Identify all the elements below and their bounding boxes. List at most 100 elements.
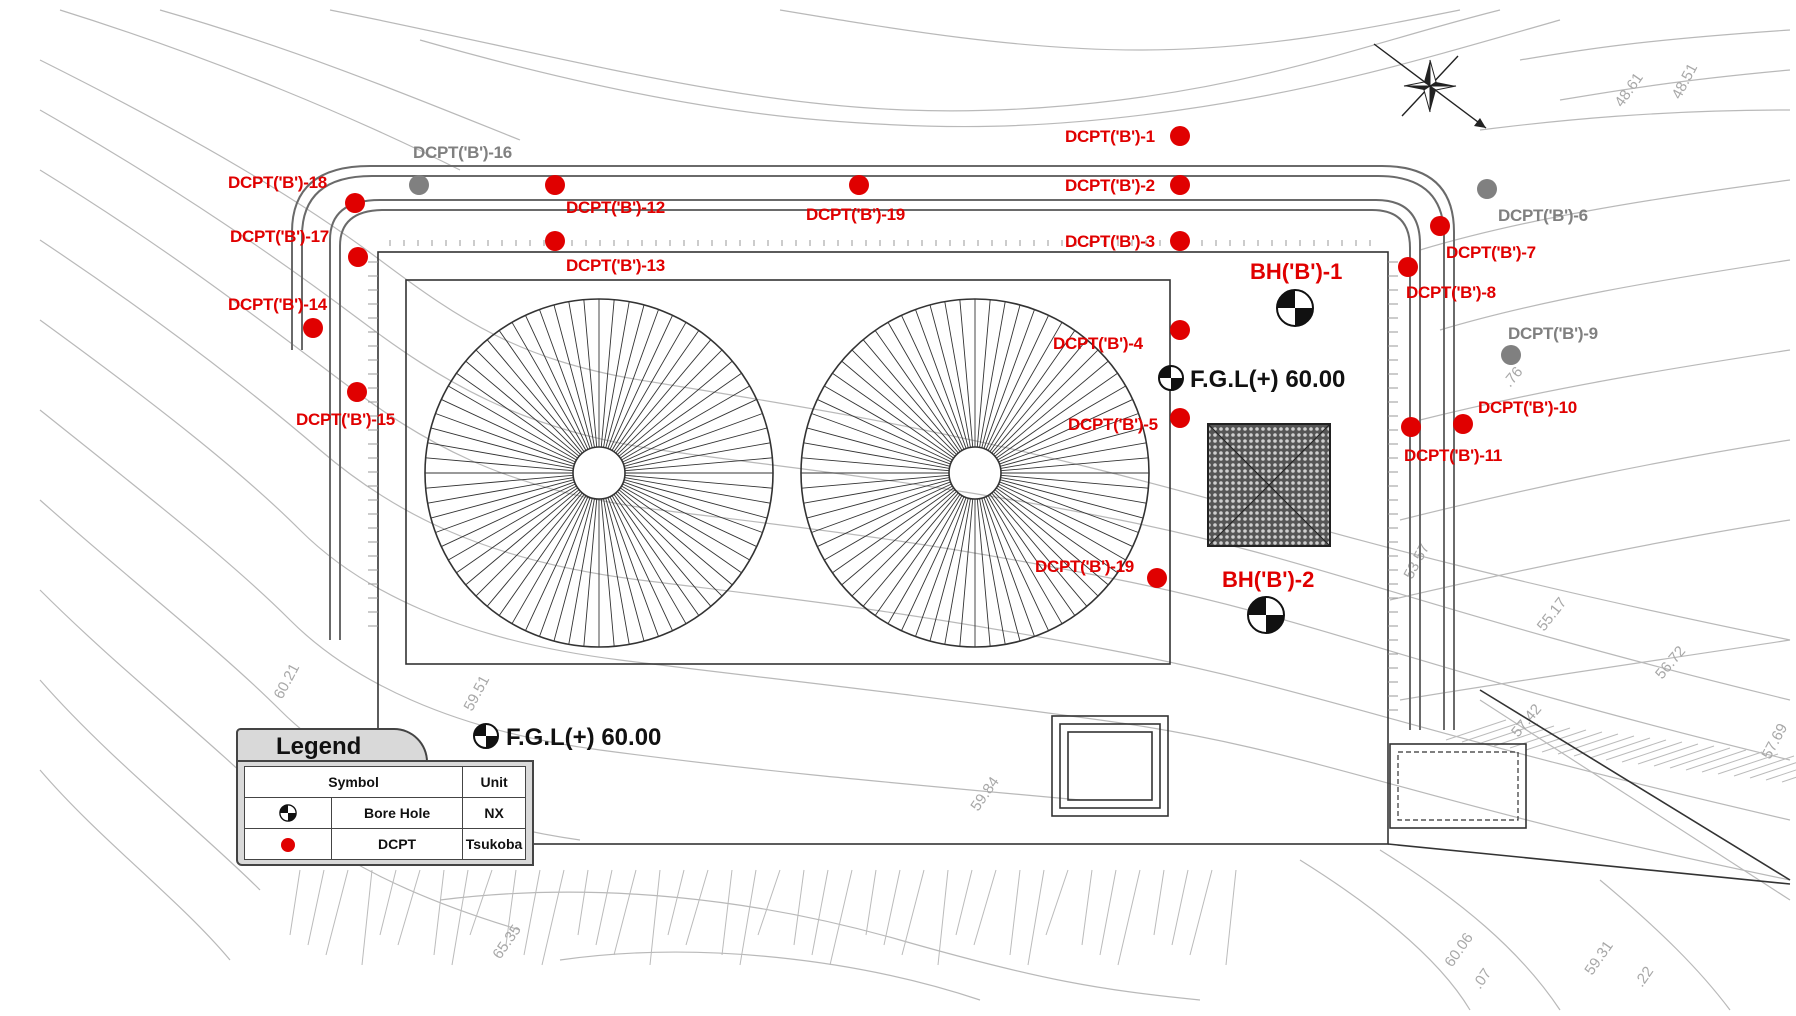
- dcpt-point[interactable]: DCPT('B')-15: [296, 382, 395, 429]
- tank-radial-line: [997, 385, 1126, 461]
- tank-radial-line: [994, 489, 1109, 586]
- tank-radial-line: [874, 494, 961, 616]
- dcpt-point[interactable]: DCPT('B')-12: [545, 175, 665, 217]
- tank-radial-line: [620, 372, 742, 459]
- legend-symbol-cell: [244, 828, 332, 860]
- dcpt-label: DCPT('B')-2: [1065, 176, 1155, 195]
- tank-radial-line: [996, 372, 1118, 459]
- tank-radial-line: [976, 498, 991, 647]
- dcpt-point[interactable]: DCPT('B')-14: [228, 295, 328, 338]
- borehole-label: BH('B')-2: [1222, 567, 1314, 592]
- tank-radial-line: [539, 309, 591, 449]
- tank-pad: [405, 279, 1171, 665]
- pump-house: [1389, 743, 1527, 829]
- dcpt-point[interactable]: DCPT('B')-7: [1430, 216, 1536, 262]
- tank-radial-line: [553, 497, 593, 642]
- dcpt-point[interactable]: DCPT('B')-16: [409, 143, 512, 195]
- dcpt-label: DCPT('B')-12: [566, 198, 665, 217]
- tank-radial-line: [609, 315, 673, 450]
- tank-radial-line: [605, 497, 645, 642]
- dcpt-point[interactable]: DCPT('B')-8: [1398, 257, 1496, 302]
- tank-radial-line: [427, 442, 574, 469]
- slope-hatch-line: [1621, 741, 1683, 763]
- dcpt-point[interactable]: DCPT('B')-11: [1401, 417, 1502, 465]
- tank-radial-line: [621, 485, 750, 561]
- tank-radial-line: [997, 485, 1126, 561]
- level-datum-icon: [1158, 365, 1184, 391]
- dcpt-label: DCPT('B')-15: [296, 410, 395, 429]
- map-legend: Legend Symbol Unit Bore Hole NX: [236, 728, 534, 866]
- tank-radial-line: [622, 399, 757, 463]
- contour-label: .76: [1500, 364, 1526, 391]
- slope-hatch-line: [1117, 869, 1141, 966]
- legend-header-unit: Unit: [462, 766, 526, 798]
- tank-radial-line: [944, 498, 971, 645]
- slope-hatch-line: [1189, 869, 1213, 956]
- level-datum-icon: [473, 723, 499, 749]
- dcpt-point[interactable]: DCPT('B')-3: [1065, 231, 1190, 251]
- tank-radial-line: [605, 304, 645, 449]
- boreholes: BH('B')-1 BH('B')-2: [1222, 259, 1342, 634]
- dcpt-point[interactable]: DCPT('B')-17: [230, 227, 368, 267]
- dcpt-point[interactable]: DCPT('B')-6: [1477, 179, 1588, 225]
- dcpt-point[interactable]: DCPT('B')-19: [1035, 557, 1167, 588]
- slope-hatch-line: [973, 869, 997, 946]
- borehole[interactable]: BH('B')-1: [1250, 259, 1342, 327]
- tank-radial-line: [862, 492, 959, 607]
- slope-hatch-line: [955, 869, 973, 936]
- tank-radial-line: [915, 497, 967, 637]
- dcpt-label: DCPT('B')-19: [806, 205, 905, 224]
- tank-radial-line: [959, 498, 974, 647]
- slope-hatch-line: [1573, 735, 1635, 757]
- tank-radial-line: [983, 497, 1035, 637]
- red-dot-icon: [545, 231, 565, 251]
- tank-radial-line: [901, 496, 965, 631]
- fgl-label: F.G.L(+) 60.00: [1190, 366, 1345, 393]
- gray-dot-icon: [1501, 345, 1521, 365]
- slope-hatch-line: [1589, 737, 1651, 759]
- dcpt-label: DCPT('B')-10: [1478, 398, 1577, 417]
- dcpt-point[interactable]: DCPT('B')-2: [1065, 175, 1190, 195]
- slope-hatch-line: [1637, 743, 1699, 765]
- tank-radial-line: [486, 339, 583, 454]
- dcpt-point[interactable]: DCPT('B')-4: [1053, 320, 1190, 353]
- tank-radial-line: [539, 497, 591, 637]
- slope-hatch-line: [1781, 776, 1796, 783]
- tank-radial-line: [465, 489, 580, 586]
- slope-hatch-line: [1081, 869, 1093, 946]
- dcpt-point[interactable]: DCPT('B')-19: [806, 175, 905, 224]
- dcpt-label: DCPT('B')-19: [1035, 557, 1134, 576]
- dcpt-point[interactable]: DCPT('B')-1: [1065, 126, 1190, 146]
- tank-radial-line: [600, 299, 615, 448]
- red-dot-icon: [348, 247, 368, 267]
- tank-radial-line: [887, 322, 963, 451]
- tank-radial-line: [817, 399, 952, 463]
- dcpt-label: DCPT('B')-17: [230, 227, 329, 246]
- slope-hatch-line: [1461, 721, 1523, 743]
- tank-radial-line: [425, 474, 574, 489]
- dcpt-label: DCPT('B')-3: [1065, 232, 1155, 251]
- red-dot-icon: [281, 838, 295, 853]
- dcpt-point[interactable]: DCPT('B')-13: [545, 231, 665, 275]
- dcpt-point[interactable]: DCPT('B')-18: [228, 173, 365, 213]
- tank-radial-line: [620, 487, 742, 574]
- tank-radial-line: [609, 496, 673, 631]
- borehole-label: BH('B')-1: [1250, 259, 1342, 284]
- slope-hatch-line: [1153, 869, 1165, 936]
- dcpt-point[interactable]: DCPT('B')-10: [1453, 398, 1577, 434]
- slope-hatch-line: [937, 869, 949, 966]
- tank-radial-line: [617, 491, 723, 597]
- tank-radial-line: [944, 301, 971, 448]
- slope-hatch-line: [685, 869, 709, 946]
- tank-radial-line: [817, 483, 952, 547]
- tank-radial-line: [583, 498, 598, 647]
- tank-radial-line: [511, 495, 587, 624]
- dcpt-point[interactable]: DCPT('B')-9: [1501, 324, 1598, 365]
- tank-radial-line: [1000, 474, 1149, 489]
- borehole[interactable]: BH('B')-2: [1222, 567, 1314, 634]
- tank-radial-line: [832, 487, 954, 574]
- dcpt-point[interactable]: DCPT('B')-5: [1068, 408, 1190, 434]
- contour-label: 59.84: [967, 774, 1002, 815]
- tank-radial-line: [915, 309, 967, 449]
- tank-radial-line: [600, 498, 615, 647]
